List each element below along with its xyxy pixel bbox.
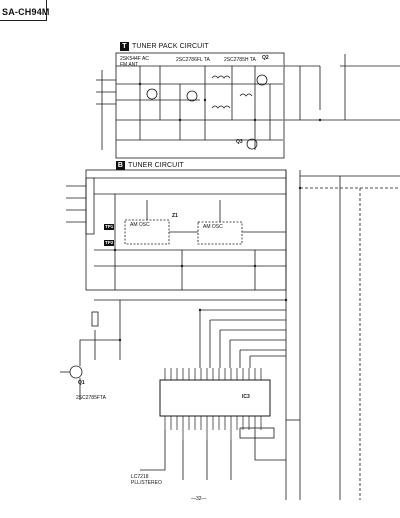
tuner-pack-title: TUNER PACK CIRCUIT bbox=[132, 43, 209, 50]
tuner-pack-header: T TUNER PACK CIRCUIT bbox=[120, 42, 209, 51]
tuner-title: TUNER CIRCUIT bbox=[128, 162, 184, 169]
q-fm-ant-sub: FM ANT bbox=[120, 62, 139, 68]
tp2-tag: TP2 bbox=[104, 240, 115, 246]
tuner-connector bbox=[85, 177, 95, 235]
model-number: SA-CH94M bbox=[2, 7, 50, 17]
tuner-pack-letter: T bbox=[120, 42, 129, 51]
junction-dots bbox=[113, 82, 322, 342]
q-fm-ant-symbol bbox=[146, 88, 158, 100]
q-mute-part: 2SC2785FTA bbox=[76, 395, 106, 401]
ic3-part: LC7218 bbox=[131, 474, 149, 480]
model-underline bbox=[0, 20, 46, 21]
q-mute-ref: Q1 bbox=[78, 380, 85, 386]
crystal-block bbox=[239, 427, 275, 439]
q-fm-ant-part: 2SK544F AC bbox=[120, 56, 149, 62]
q-osc-part: 2SC2785H TA bbox=[224, 57, 256, 63]
tuner-letter: B bbox=[116, 161, 125, 170]
q-rf-symbol bbox=[186, 90, 198, 102]
mute-resistor bbox=[91, 311, 99, 327]
ic3-sub: PLL/STEREO bbox=[131, 480, 162, 486]
q-mute-symbol bbox=[69, 365, 83, 379]
tuner-circuit-frame bbox=[85, 169, 287, 291]
model-divider bbox=[46, 0, 47, 21]
if-left-label: AM OSC bbox=[130, 222, 150, 228]
tp1-tag: TP1 bbox=[104, 224, 115, 230]
tuner-pack-frame bbox=[115, 52, 285, 159]
if-ref: Z1 bbox=[172, 213, 178, 219]
q-buffer-ref: Q3 bbox=[236, 139, 243, 145]
ic3-pins bbox=[164, 368, 262, 440]
ic3-body bbox=[159, 379, 271, 417]
q-rf-part: 2SC2786FL TA bbox=[176, 57, 210, 63]
q-osc-ref: Q2 bbox=[262, 55, 269, 61]
page-number: —32— bbox=[191, 496, 207, 502]
q-buffer-symbol bbox=[246, 138, 258, 150]
if-right-label: AM OSC bbox=[203, 224, 223, 230]
ic3-ref: IC3 bbox=[242, 394, 250, 400]
q-osc-symbol bbox=[256, 74, 268, 86]
tuner-header: B TUNER CIRCUIT bbox=[116, 161, 184, 170]
